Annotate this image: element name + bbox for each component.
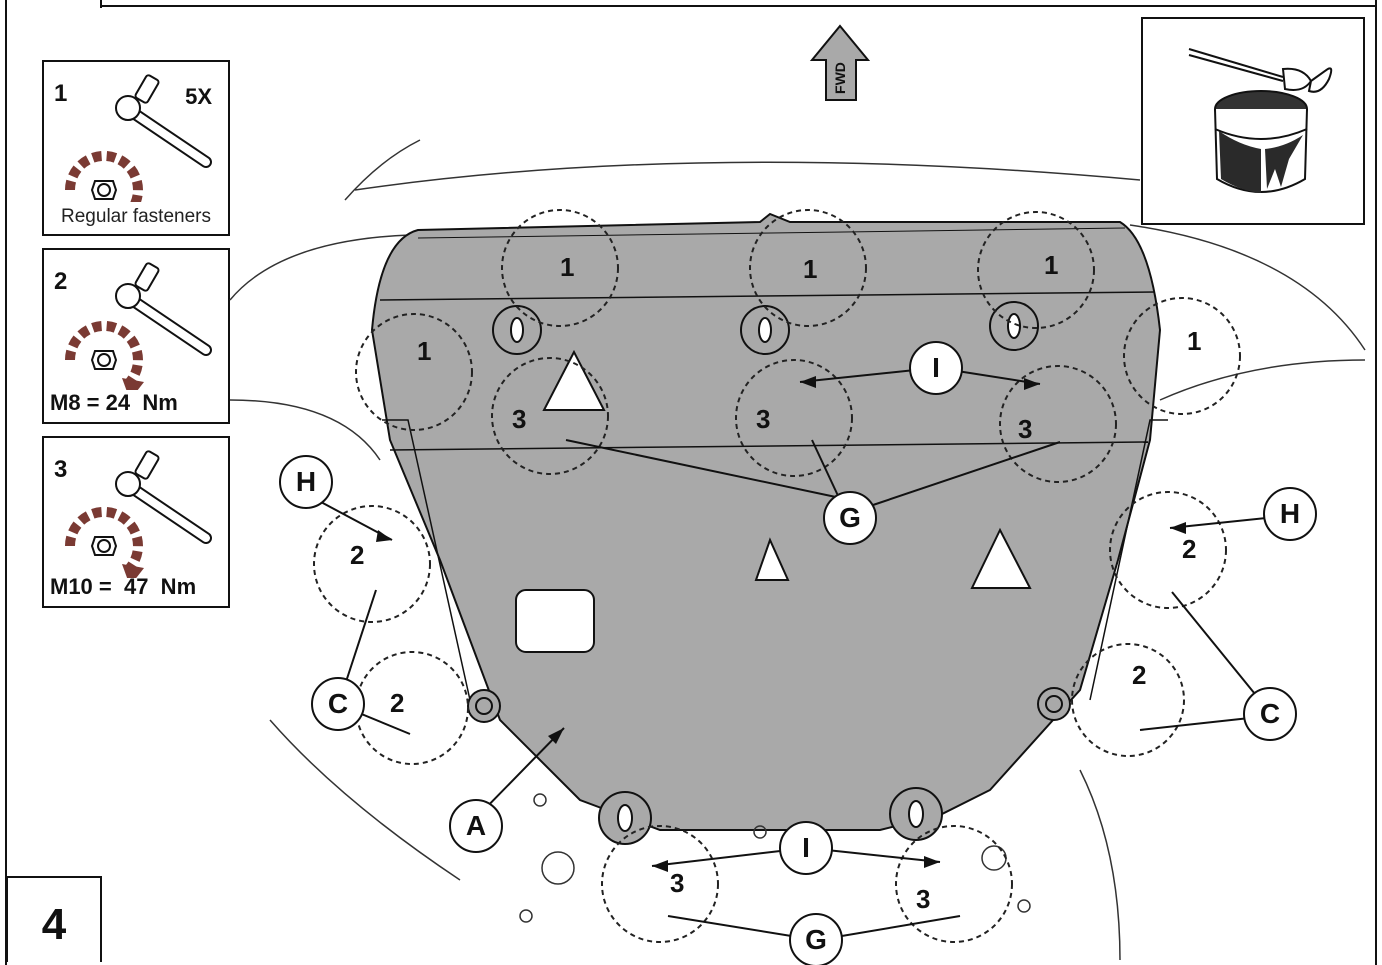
fastener-number-1: 1 — [560, 252, 575, 282]
legend-m10-torque: 3 M10 = 47 Nm — [42, 436, 230, 608]
legend-number: 1 — [54, 80, 68, 107]
paint-brush-can-box — [1141, 17, 1365, 225]
legend-number: 2 — [54, 268, 68, 295]
legend-caption: Regular fasteners — [61, 206, 211, 227]
callout-c-left: C — [327, 688, 349, 719]
fastener-number-2: 2 — [1182, 534, 1197, 564]
fastener-number-2: 2 — [350, 540, 365, 570]
callout-a: A — [465, 810, 487, 841]
legend-number: 3 — [54, 456, 68, 483]
callout-g-top: G — [839, 502, 861, 533]
callout-i-top: I — [932, 352, 940, 383]
step-number: 4 — [41, 900, 67, 949]
forward-label: FWD — [832, 62, 848, 94]
callout-h-left: H — [295, 466, 317, 497]
ratchet-wrench-icon — [64, 450, 212, 578]
ratchet-wrench-icon — [64, 262, 212, 390]
fastener-number-1: 1 — [417, 336, 432, 366]
fastener-number-2: 2 — [390, 688, 405, 718]
legend-multiplier: 5X — [185, 84, 212, 109]
fastener-number-1: 1 — [803, 254, 818, 284]
callout-h-right: H — [1279, 498, 1301, 529]
legend-torque-value: M10 = 47 Nm — [50, 574, 197, 599]
callout-i-bottom: I — [802, 832, 810, 863]
legend-regular-fasteners: 1 5X Regular fasteners — [42, 60, 230, 236]
fastener-number-1: 1 — [1187, 326, 1202, 356]
fastener-number-3: 3 — [670, 868, 685, 898]
fastener-number-1: 1 — [1044, 250, 1059, 280]
callout-g-bottom: G — [805, 924, 827, 955]
legend-torque-value: M8 = 24 Nm — [50, 390, 178, 415]
step-number-box: 4 — [6, 876, 102, 962]
fastener-number-3: 3 — [916, 884, 931, 914]
fastener-number-2: 2 — [1132, 660, 1147, 690]
paint-brush-can-icon — [1188, 48, 1333, 193]
fastener-number-3: 3 — [512, 404, 527, 434]
fastener-number-3: 3 — [1018, 414, 1033, 444]
legend-m8-torque: 2 M8 = 24 Nm — [42, 248, 230, 424]
callout-c-right: C — [1259, 698, 1281, 729]
fastener-number-3: 3 — [756, 404, 771, 434]
ratchet-wrench-icon — [64, 74, 212, 202]
top-left-frame — [6, 0, 102, 8]
